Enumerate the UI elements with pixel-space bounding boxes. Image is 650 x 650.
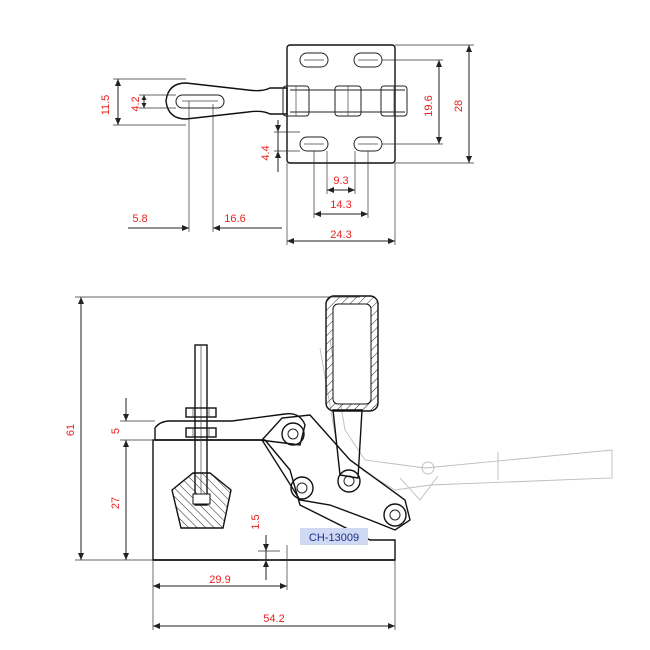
dim-24-3: 24.3 [330,229,351,241]
side-view-dimension-lines [78,297,395,629]
pivot-pins [281,422,407,527]
model-label-background [300,528,368,545]
base-plate-outline [286,44,396,164]
top-view-dimension-lines [115,45,472,244]
dim-16-6: 16.6 [224,213,245,225]
clamp-arm-top [165,82,408,120]
dim-5: 5 [110,428,122,434]
clamp-arm [154,413,306,446]
dim-9-3: 9.3 [333,175,348,187]
mounting-slots [299,52,383,152]
dim-61: 61 [65,424,77,436]
dim-5-8: 5.8 [132,213,147,225]
dim-29-9: 29.9 [209,574,230,586]
top-view-extension-lines [113,44,474,245]
dim-1-5: 1.5 [250,514,262,529]
dim-27: 27 [110,497,122,509]
side-view: 61 5 27 1.5 29.9 54.2 CH-13009 [65,295,613,630]
dim-4-2: 4.2 [130,96,142,111]
handle [325,295,379,479]
top-view: 11.5 4.2 4.4 19.6 28 5.8 16.6 9.3 14.3 2… [100,44,474,245]
dim-14-3: 14.3 [330,199,351,211]
dim-11-5: 11.5 [100,95,112,116]
dim-19-6: 19.6 [423,95,435,116]
dim-28: 28 [453,100,465,112]
dim-54-2: 54.2 [263,613,284,625]
model-label: CH-13009 [309,532,359,544]
dim-4-4: 4.4 [260,145,272,160]
spindle-slot [175,94,225,109]
body-plate [261,414,411,531]
open-position-ghost [319,339,613,501]
